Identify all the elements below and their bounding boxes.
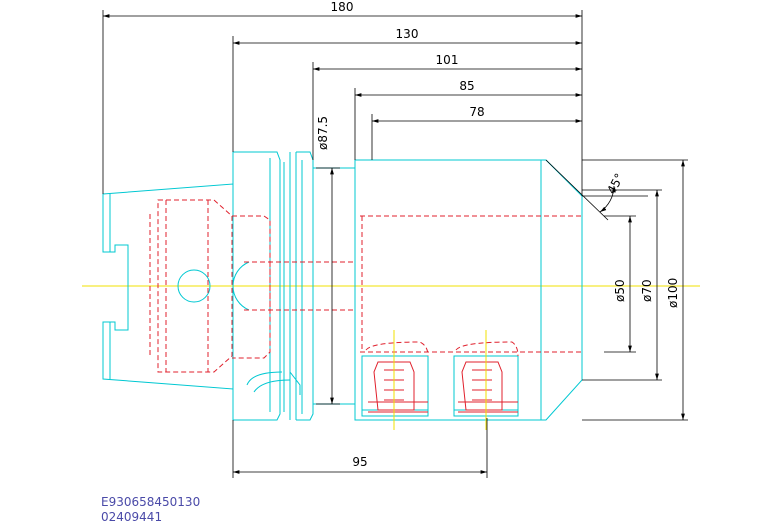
dim-130: 130 — [396, 27, 419, 41]
dim-101: 101 — [436, 53, 459, 67]
dim-dia-50: ø50 — [613, 279, 627, 302]
dim-95: 95 — [352, 455, 367, 469]
dim-85: 85 — [459, 79, 474, 93]
dim-dia-100: ø100 — [666, 278, 680, 308]
article-number: E930658450130 — [101, 495, 200, 509]
angle-dimension — [545, 159, 648, 221]
order-number: 02409441 — [101, 510, 162, 523]
bore-arc — [232, 261, 250, 311]
dim-angle-45: 45° — [604, 171, 626, 196]
dim-78: 78 — [469, 105, 484, 119]
dim-dia-87-5: ø87.5 — [316, 116, 330, 150]
clamp-screws — [361, 355, 519, 417]
tool-body — [354, 159, 583, 421]
screw-details — [368, 361, 518, 413]
bore-circle — [177, 269, 211, 303]
extension-lines — [102, 10, 688, 478]
hidden-lines — [149, 199, 582, 373]
dim-180: 180 — [331, 0, 354, 14]
dim-dia-70: ø70 — [640, 279, 654, 302]
